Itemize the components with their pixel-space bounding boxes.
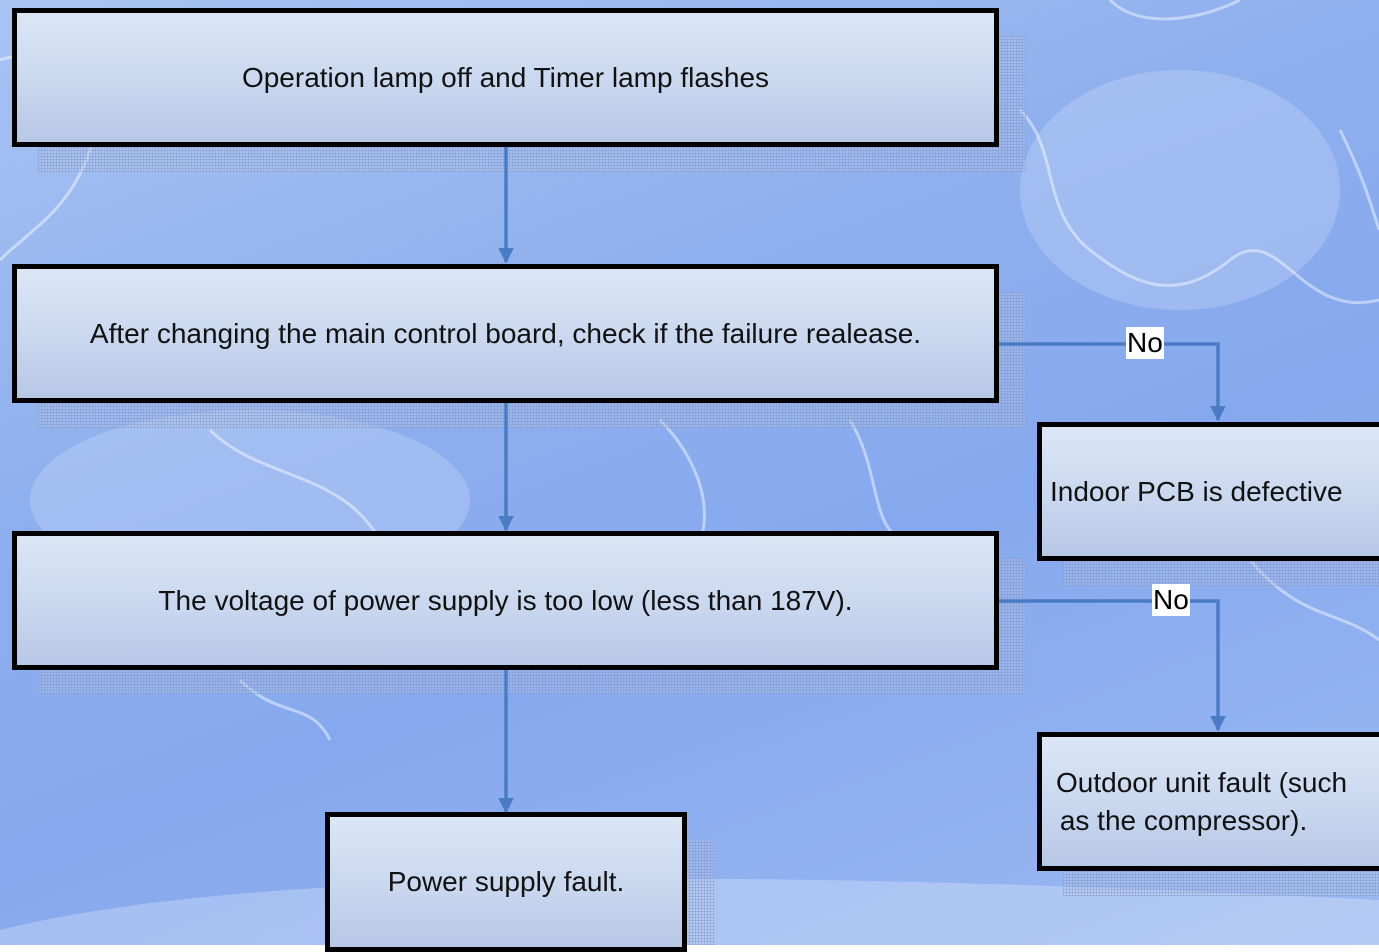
voltage-label: The voltage of power supply is too low (… [158,584,853,616]
arrow-check-to-indoor-pcb [998,342,1226,422]
voltage-node: The voltage of power supply is too low (… [12,531,999,670]
outdoor-fault-node: Outdoor unit fault (such as the compress… [1037,732,1379,871]
no-label-indoor: No [1126,327,1164,359]
power-fault-node: Power supply fault. [325,812,687,952]
check-board-node: After changing the main control board, c… [12,264,999,403]
arrow-voltage-to-outdoor [998,599,1226,732]
outdoor-fault-line1: Outdoor unit fault (such [1056,766,1348,798]
start-node-label: Operation lamp off and Timer lamp flashe… [241,61,770,93]
outdoor-fault-line2: as the compressor). [1059,804,1308,836]
indoor-pcb-label: Indoor PCB is defective [1050,475,1343,507]
start-node: Operation lamp off and Timer lamp flashe… [12,8,999,147]
check-board-label: After changing the main control board, c… [89,317,922,349]
outdoor-fault-text: Outdoor unit fault (such as the compress… [1056,764,1347,840]
no-label-outdoor: No [1152,584,1190,616]
indoor-pcb-node: Indoor PCB is defective [1037,422,1379,561]
power-fault-label: Power supply fault. [387,866,625,897]
